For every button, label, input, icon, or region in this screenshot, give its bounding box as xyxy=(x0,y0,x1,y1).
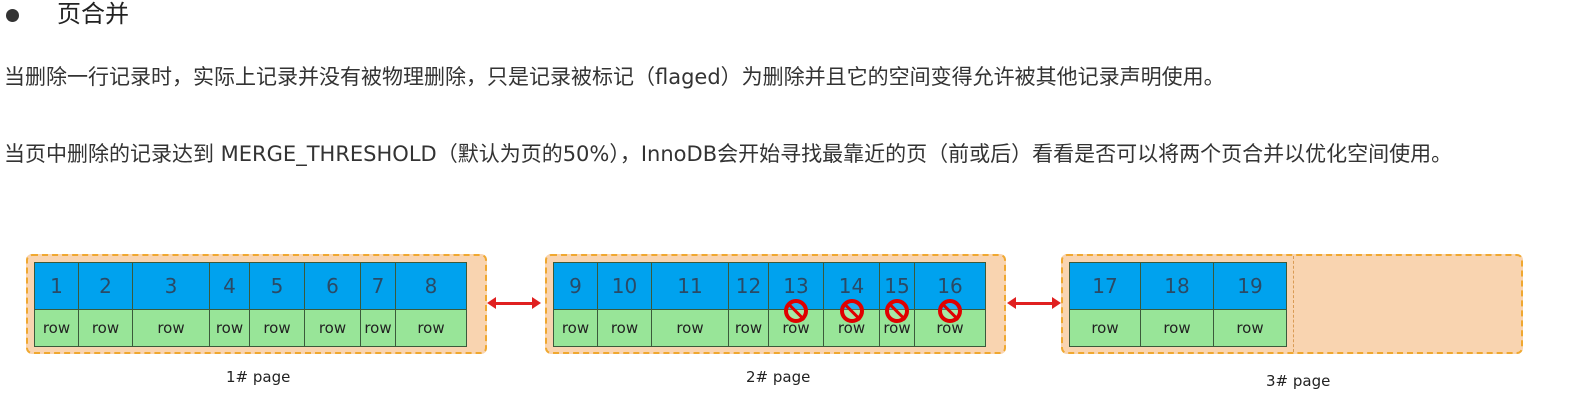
record-number: 18 xyxy=(1141,263,1213,310)
page-link-arrow-icon xyxy=(1007,297,1061,309)
deleted-mark-icon xyxy=(839,299,864,323)
row-label: row xyxy=(396,310,466,346)
page-1-caption: 1# page xyxy=(226,368,291,386)
record-number: 3 xyxy=(133,263,209,310)
row-label: row xyxy=(35,310,78,346)
record-number: 9 xyxy=(554,263,597,310)
row-label: row xyxy=(1214,310,1286,346)
bullet-icon xyxy=(6,9,19,22)
record-number: 4 xyxy=(210,263,249,310)
record-number: 1 xyxy=(35,263,78,310)
paragraph-merge-threshold: 当页中删除的记录达到 MERGE_THRESHOLD（默认为页的50%），Inn… xyxy=(4,142,1453,166)
row-label: row xyxy=(79,310,132,346)
row-label: row xyxy=(1141,310,1213,346)
deleted-mark-icon xyxy=(784,299,808,323)
page-link-arrow-icon xyxy=(487,297,541,309)
row-label: row xyxy=(1070,310,1140,346)
page-3-caption: 3# page xyxy=(1266,372,1331,390)
record-number: 19 xyxy=(1214,263,1286,310)
record-number: 13 xyxy=(769,263,823,323)
row-label: row xyxy=(554,310,597,346)
record-number: 6 xyxy=(305,263,360,310)
paragraph-delete-flag: 当删除一行记录时，实际上记录并没有被物理删除，只是记录被标记（flaged）为删… xyxy=(4,65,1225,89)
record-number: 14 xyxy=(824,263,879,323)
section-heading: 页合并 xyxy=(57,0,129,28)
record-number: 2 xyxy=(79,263,132,310)
deleted-mark-icon xyxy=(938,299,962,323)
row-label: row xyxy=(598,310,651,346)
row-label: row xyxy=(915,310,985,346)
row-label: row xyxy=(305,310,360,346)
record-number: 11 xyxy=(652,263,728,310)
record-number: 8 xyxy=(396,263,466,310)
page-2-caption: 2# page xyxy=(746,368,811,386)
deleted-mark-icon xyxy=(885,299,909,323)
row-label: row xyxy=(250,310,304,346)
row-label: row xyxy=(361,310,395,346)
row-label: row xyxy=(880,310,914,346)
row-label: row xyxy=(729,310,768,346)
page-3-free-space xyxy=(1293,256,1521,352)
record-number: 17 xyxy=(1070,263,1140,310)
record-number: 5 xyxy=(250,263,304,310)
record-number: 15 xyxy=(880,263,914,323)
record-number: 7 xyxy=(361,263,395,310)
row-label: row xyxy=(133,310,209,346)
record-number: 10 xyxy=(598,263,651,310)
row-label: row xyxy=(652,310,728,346)
row-label: row xyxy=(210,310,249,346)
record-number: 12 xyxy=(729,263,768,310)
record-number: 16 xyxy=(915,263,985,323)
